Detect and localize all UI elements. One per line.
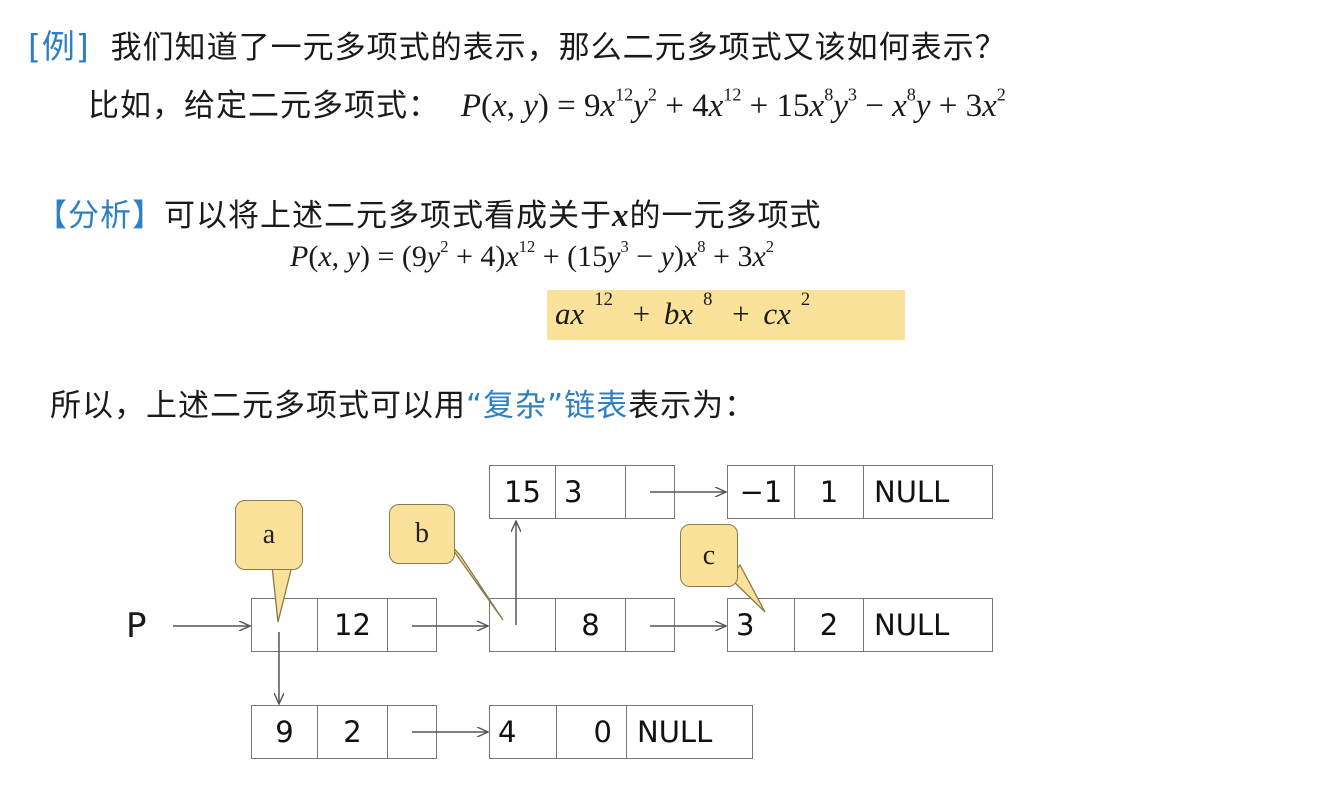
node-cell: 15 [490,466,556,518]
node-cell: 9 [252,706,318,758]
analysis-text-after: 的一元多项式 [629,198,822,234]
node-cell: 3 [556,466,626,518]
node-sub-b-1: 15 3 [489,465,675,519]
node-cell: 0 [557,706,627,758]
node-cell: 8 [556,599,626,651]
conclusion-text-before: 所以，上述二元多项式可以用 [50,388,466,424]
callout-b: b [389,504,455,564]
node-cell: 3 [728,599,795,651]
head-pointer-label: P [126,606,147,646]
analysis-tag: 【分析】 [36,198,164,234]
node-cell: 2 [795,599,864,651]
conclusion-text-after: 表示为： [628,388,757,424]
conclusion-highlight-word: 链表 [564,388,629,424]
node-cell: 4 [490,706,557,758]
analysis-variable: x [612,198,630,234]
node-cell-null: NULL [874,475,950,509]
polynomial-formula: P(x, y) = 9x12y2 + 4x12 + 15x8y3 − x8y +… [460,84,1006,124]
node-cell [252,599,318,651]
node-cell: −1 [728,466,795,518]
node-cell-null: NULL [637,715,713,749]
node-sub-a-1: 9 2 [251,705,437,759]
node-main-3: 3 2 NULL [727,598,993,652]
node-cell: 2 [318,706,388,758]
node-main-2: 8 [489,598,675,652]
conclusion-line: 所以，上述二元多项式可以用“复杂”链表表示为： [50,380,756,425]
callout-a-tail [271,565,293,623]
node-sub-b-2: −1 1 NULL [727,465,993,519]
node-cell: 12 [318,599,388,651]
callout-c: c [680,524,738,587]
node-cell [490,599,556,651]
example-label: 比如，给定二元多项式： [88,88,440,124]
regrouped-formula: P(x, y) = (9y2 + 4)x12 + (15y3 − y)x8 + … [290,236,775,273]
title-text: 我们知道了一元多项式的表示，那么二元多项式又该如何表示？ [110,30,1007,66]
example-line: 比如，给定二元多项式： P(x, y) = 9x12y2 + 4x12 + 15… [88,80,1006,125]
node-sub-a-2: 4 0 NULL [489,705,753,759]
title-line: [例] 我们知道了一元多项式的表示，那么二元多项式又该如何表示？ [28,20,1007,68]
analysis-line: 【分析】可以将上述二元多项式看成关于x的一元多项式 [36,190,822,235]
node-cell: 1 [795,466,864,518]
conclusion-quoted: “复杂” [466,388,565,424]
example-tag: [例] [28,27,90,66]
node-cell-null: NULL [874,608,950,642]
callout-a: a [235,500,303,570]
analysis-text-before: 可以将上述二元多项式看成关于 [164,198,612,234]
